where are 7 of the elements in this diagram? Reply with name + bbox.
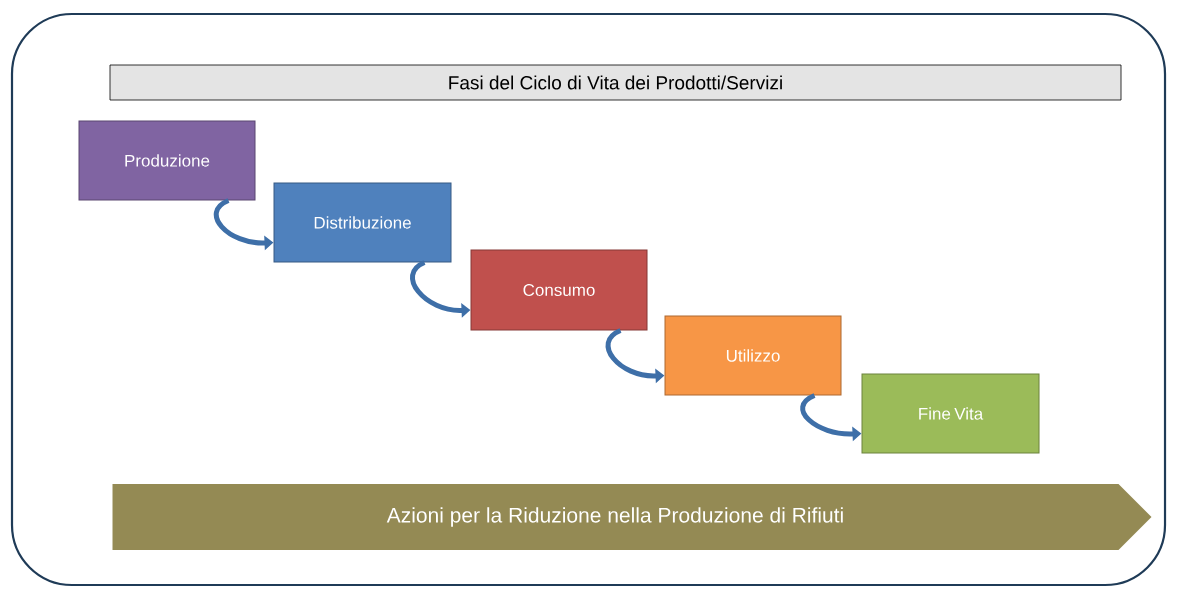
phase-box: Utilizzo <box>664 315 842 396</box>
phase-box: Produzione <box>78 120 256 201</box>
phase-box: Consumo <box>470 249 648 331</box>
phase-box: Fine Vita <box>861 373 1040 454</box>
arrow-band: Azioni per la Riduzione nella Produzione di Rifiuti <box>112 484 1152 550</box>
phase-box: Distribuzione <box>273 182 452 263</box>
title-bar: Fasi del Ciclo di Vita dei Prodotti/Servizi <box>109 64 1122 101</box>
